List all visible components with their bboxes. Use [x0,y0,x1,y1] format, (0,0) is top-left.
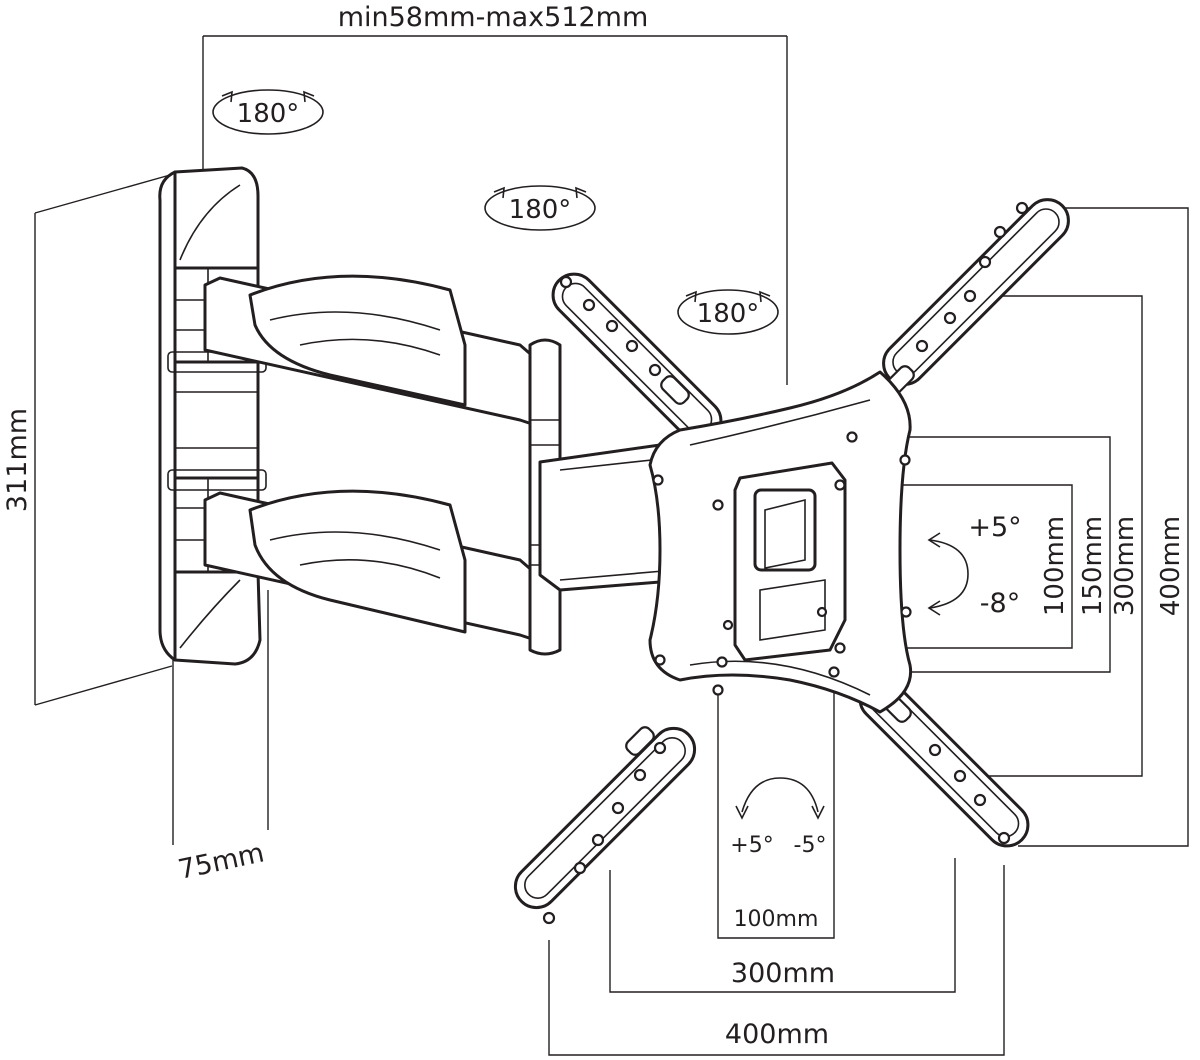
reach-dimension-label: min58mm-max512mm [338,2,649,33]
vesa-bracket-top-right [882,198,1070,386]
level-arrow-icon [735,777,825,820]
depth-dimension-label: 75mm [175,837,267,885]
plate-holes [652,431,912,696]
tilt-up-label: +5° [968,512,1021,543]
arm-swivel-indicator [484,185,596,231]
tilt-arrow-icon [927,532,969,616]
height-dimension-label: 311mm [2,408,33,512]
wall-swivel-label: 180° [237,99,300,129]
rotation-arrows [212,89,969,820]
head-swivel-label: 180° [697,299,760,329]
vertical-150-label: 150mm [1078,516,1108,616]
horizontal-300-label: 300mm [731,958,835,989]
vesa-bracket-bottom-left [513,726,697,910]
wall-plate [158,166,267,666]
bracket-holes [542,201,1029,925]
dimension-lines [34,35,1189,1056]
horizontal-400-label: 400mm [725,1019,829,1050]
tilt-down-label: -8° [980,588,1020,619]
arm-swivel-label: 180° [509,195,572,225]
vertical-300-label: 300mm [1110,516,1140,616]
level-right-label: -5° [794,833,827,858]
vertical-400-label: 400mm [1156,516,1186,616]
articulating-arm [203,274,687,656]
wall-swivel-indicator [212,89,324,135]
horizontal-100-label: 100mm [734,907,819,932]
labels: min58mm-max512mm 180° 180° 180° 311mm 75… [2,2,1186,1050]
vertical-100-label: 100mm [1040,516,1070,616]
level-left-label: +5° [730,833,773,858]
vesa-head [513,198,1070,925]
head-swivel-indicator [677,289,779,335]
